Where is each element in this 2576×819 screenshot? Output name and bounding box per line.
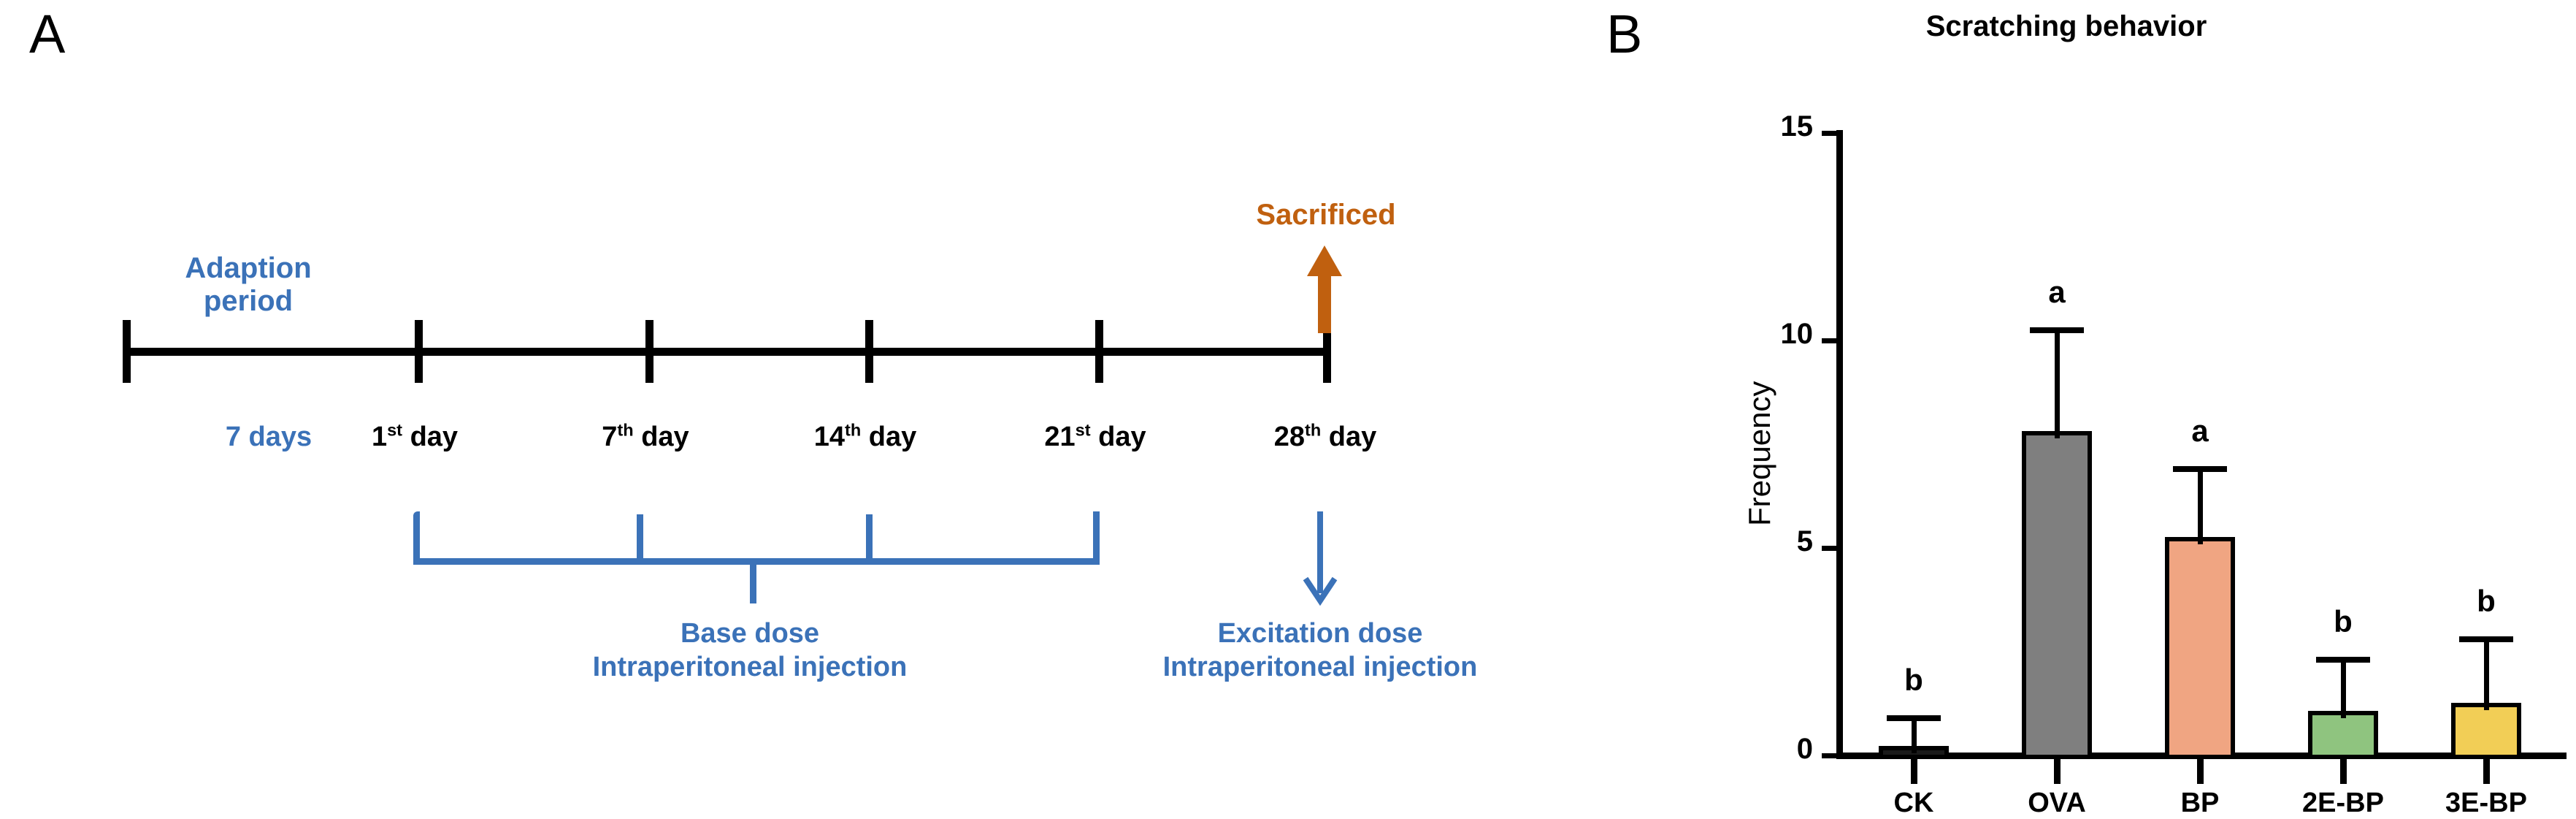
y-tick-15	[1822, 131, 1838, 136]
y-tick-0	[1822, 753, 1838, 758]
y-tick-10	[1822, 338, 1838, 343]
x-tick-CK	[1911, 759, 1917, 784]
y-tick-label-0: 0	[1796, 733, 1813, 765]
day14-number: 14	[813, 422, 845, 452]
excitation-dose-label: Excitation dose Intraperitoneal injectio…	[1101, 617, 1539, 684]
day14-tail: day	[861, 422, 917, 452]
panel-a: A Adaption period 7 days 1st day 7th day…	[29, 4, 1539, 684]
x-tick-BP	[2197, 759, 2204, 784]
timeline-tick-day1	[415, 320, 423, 383]
timeline-label-7days: 7 days	[225, 422, 313, 452]
timeline-tick-day21	[1095, 320, 1103, 383]
y-tick-5	[1822, 546, 1838, 551]
timeline-label-day7: 7th day	[558, 422, 733, 453]
y-axis-line	[1836, 130, 1843, 759]
sacrificed-label: Sacrificed	[1256, 199, 1396, 231]
bar-BP[interactable]	[2165, 536, 2235, 759]
error-bar-stem-OVA	[2055, 327, 2060, 438]
error-bar-cap-OVA	[2030, 327, 2084, 333]
day28-number: 28	[1273, 422, 1305, 452]
day1-ordinal: st	[387, 420, 403, 440]
base-dose-label: Base dose Intraperitoneal injection	[531, 617, 969, 684]
brace-horizontal	[413, 558, 1100, 565]
sacrificed-up-arrow-icon	[1307, 245, 1342, 333]
adaption-line-1: Adaption	[185, 252, 312, 284]
significance-letter-BP: a	[2191, 414, 2209, 449]
excitation-line-2: Intraperitoneal injection	[1162, 651, 1478, 682]
brace-inner-tick-1	[637, 514, 643, 560]
excitation-line-1: Excitation dose	[1217, 618, 1423, 649]
y-tick-label-10: 10	[1780, 318, 1814, 350]
brace-left-end	[413, 511, 420, 564]
error-bar-cap-2E-BP	[2316, 657, 2370, 663]
excitation-down-arrow-icon	[1303, 511, 1338, 606]
y-tick-label-15: 15	[1780, 110, 1814, 142]
timeline-tick-day28	[1323, 320, 1331, 383]
x-tick-label-OVA: OVA	[2028, 788, 2086, 818]
significance-letter-2E-BP: b	[2334, 604, 2353, 639]
timeline-label-day21: 21st day	[1004, 422, 1187, 453]
base-dose-line-1: Base dose	[680, 618, 820, 649]
error-bar-cap-BP	[2173, 466, 2227, 473]
significance-letter-3E-BP: b	[2477, 583, 2496, 618]
day28-tail: day	[1321, 422, 1377, 452]
x-tick-label-2E-BP: 2E-BP	[2302, 788, 2384, 818]
adaption-period-label: Adaption period	[139, 252, 358, 318]
panel-b-letter: B	[1606, 4, 1643, 64]
x-tick-label-BP: BP	[2180, 788, 2220, 818]
day21-ordinal: st	[1075, 420, 1091, 440]
error-bar-stem-CK	[1912, 715, 1917, 754]
timeline-label-day1: 1st day	[327, 422, 502, 453]
day1-tail: day	[402, 422, 459, 452]
timeline-tick-day14	[865, 320, 873, 383]
x-tick-label-3E-BP: 3E-BP	[2445, 788, 2527, 818]
timeline-tick-start	[123, 320, 131, 383]
y-tick-label-5: 5	[1796, 525, 1813, 557]
adaption-line-2: period	[203, 284, 294, 317]
significance-letter-OVA: a	[2048, 274, 2066, 309]
error-bar-stem-3E-BP	[2484, 636, 2489, 710]
timeline-tick-day7	[645, 320, 653, 383]
brace-center-stem	[750, 558, 756, 603]
day21-tail: day	[1090, 422, 1146, 452]
error-bar-cap-3E-BP	[2459, 636, 2513, 642]
error-bar-stem-BP	[2198, 466, 2203, 544]
error-bar-stem-2E-BP	[2341, 657, 2346, 719]
x-tick-label-CK: CK	[1893, 788, 1934, 818]
timeline-label-day28: 28th day	[1234, 422, 1417, 453]
day14-ordinal: th	[845, 420, 862, 440]
timeline-axis	[123, 348, 1331, 356]
day1-number: 1	[371, 422, 388, 452]
day7-number: 7	[602, 422, 618, 452]
bar-OVA[interactable]	[2022, 430, 2092, 759]
error-bar-cap-CK	[1887, 715, 1941, 721]
day21-number: 21	[1044, 422, 1076, 452]
base-dose-line-2: Intraperitoneal injection	[592, 651, 908, 682]
x-tick-3E-BP	[2483, 759, 2490, 784]
day7-tail: day	[633, 422, 689, 452]
x-tick-OVA	[2054, 759, 2061, 784]
panel-a-letter: A	[29, 4, 66, 64]
brace-inner-tick-2	[866, 514, 873, 560]
timeline-label-day14: 14th day	[774, 422, 957, 453]
day7-ordinal: th	[617, 420, 634, 440]
bar-3E-BP[interactable]	[2451, 702, 2521, 759]
day28-ordinal: th	[1305, 420, 1322, 440]
brace-right-end	[1093, 511, 1100, 564]
chart-title: Scratching behavior	[1925, 10, 2207, 42]
significance-letter-CK: b	[1904, 662, 1923, 697]
x-tick-2E-BP	[2340, 759, 2347, 784]
